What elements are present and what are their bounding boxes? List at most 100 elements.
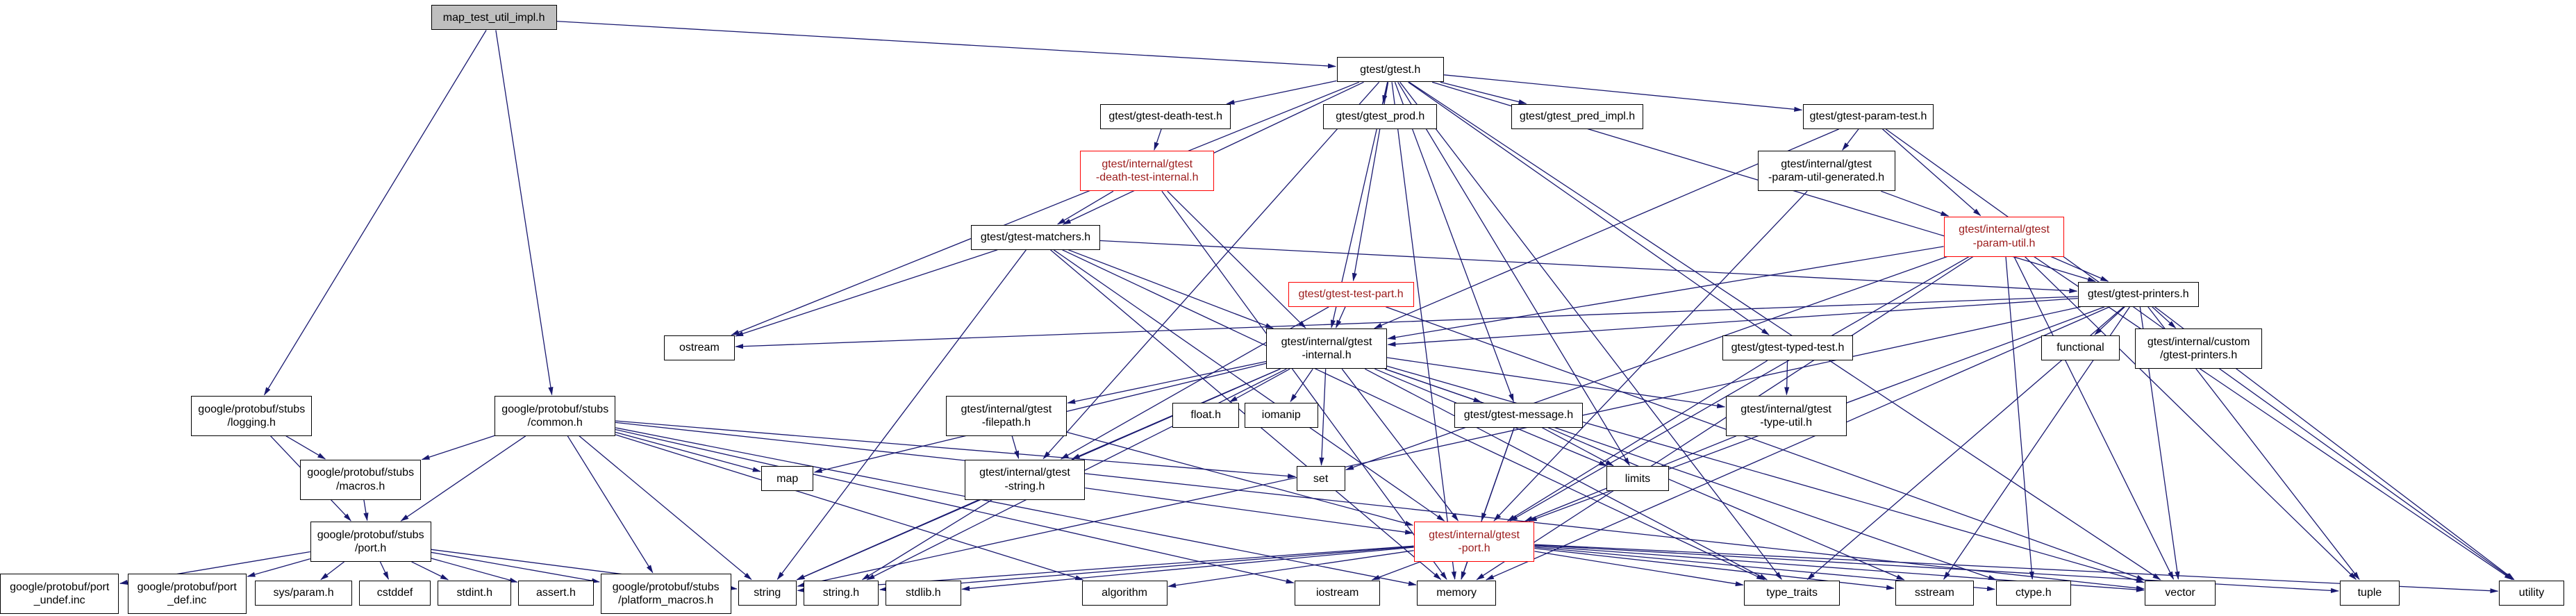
include-edge-param_util-to-ctype bbox=[2005, 256, 2034, 580]
graph-node-pb_port[interactable]: google/protobuf/stubs/port.h bbox=[310, 522, 431, 562]
graph-node-string: string bbox=[738, 580, 797, 606]
include-edge-matchers-to-gport bbox=[1053, 249, 1445, 522]
node-label-line: gtest/internal/gtest bbox=[1959, 224, 2050, 236]
node-label-line: map bbox=[776, 472, 799, 485]
graph-node-type_util[interactable]: gtest/internal/gtest-type-util.h bbox=[1725, 395, 1847, 436]
node-label-line: map_test_util_impl.h bbox=[442, 11, 545, 24]
node-label-line: gtest/gtest_pred_impl.h bbox=[1519, 110, 1636, 123]
include-edge-pu_generated-to-gport bbox=[1493, 190, 1808, 522]
graph-node-prod[interactable]: gtest/gtest_prod.h bbox=[1323, 103, 1438, 129]
node-label-line: _undef.inc bbox=[33, 594, 85, 606]
node-label-line: google/protobuf/stubs bbox=[307, 467, 415, 479]
graph-node-type_traits: type_traits bbox=[1744, 580, 1840, 606]
graph-node-dt_internal[interactable]: gtest/internal/gtest-death-test-internal… bbox=[1080, 151, 1215, 192]
node-label-line: memory bbox=[1436, 587, 1477, 599]
graph-node-internal[interactable]: gtest/internal/gtest-internal.h bbox=[1266, 328, 1387, 369]
include-edge-gport-to-string_h bbox=[879, 546, 1414, 592]
graph-node-pb_logging[interactable]: google/protobuf/stubs/logging.h bbox=[191, 395, 313, 436]
include-edge-param_util-to-internal bbox=[1387, 246, 1944, 340]
include-edge-printers-to-string bbox=[797, 306, 2081, 588]
node-label-line: set bbox=[1313, 472, 1329, 485]
node-label-line: gtest/internal/gtest bbox=[1781, 158, 1872, 171]
node-label-line: gtest/internal/gtest bbox=[1281, 336, 1372, 349]
graph-node-pu_generated[interactable]: gtest/internal/gtest-param-util-generate… bbox=[1757, 151, 1895, 192]
include-edge-gport-to-iostream_n bbox=[1371, 561, 1421, 581]
graph-node-printers[interactable]: gtest/gtest-printers.h bbox=[2077, 281, 2199, 307]
include-edge-param_util-to-utility bbox=[2034, 256, 2513, 581]
include-edge-internal-to-vector bbox=[1386, 365, 2145, 583]
node-label-line: -death-test-internal.h bbox=[1095, 172, 1199, 184]
node-label-line: /macros.h bbox=[336, 480, 385, 492]
graph-node-gport[interactable]: gtest/internal/gtest-port.h bbox=[1413, 522, 1535, 562]
node-label-line: string.h bbox=[822, 587, 860, 599]
include-edge-param_util-to-memory bbox=[1476, 256, 1974, 581]
graph-node-root: map_test_util_impl.h bbox=[431, 5, 557, 31]
include-edge-internal-to-iomanip bbox=[1290, 368, 1313, 403]
node-label-line: gtest/gtest-printers.h bbox=[2087, 288, 2189, 301]
graph-node-port_undef[interactable]: google/protobuf/port_undef.inc bbox=[0, 573, 119, 614]
include-edge-typed_test-to-gport bbox=[1506, 360, 1768, 522]
include-edge-pb_port-to-cstddef bbox=[379, 561, 389, 581]
include-edge-test_part-to-vector bbox=[1386, 306, 2145, 581]
node-label-line: gtest/gtest.h bbox=[1360, 63, 1421, 76]
graph-node-pb_common[interactable]: google/protobuf/stubs/common.h bbox=[495, 395, 616, 436]
graph-node-platform_macros[interactable]: google/protobuf/stubs/platform_macros.h bbox=[600, 573, 731, 614]
include-edge-gtest-to-limits bbox=[1397, 81, 1630, 466]
include-edge-pb_common-to-map bbox=[615, 431, 761, 472]
node-label-line: gtest/gtest-test-part.h bbox=[1298, 288, 1404, 301]
node-label-line: gtest/gtest-matchers.h bbox=[980, 231, 1091, 244]
node-label-line: -param-util.h bbox=[1972, 237, 2036, 249]
graph-node-float_h: float.h bbox=[1172, 402, 1240, 428]
include-edge-filepath-to-gport bbox=[1066, 431, 1414, 526]
include-edge-matchers-to-printers bbox=[1099, 240, 2078, 294]
graph-node-filepath[interactable]: gtest/internal/gtest-filepath.h bbox=[945, 395, 1067, 436]
graph-node-message[interactable]: gtest/gtest-message.h bbox=[1454, 402, 1584, 428]
graph-node-matchers[interactable]: gtest/gtest-matchers.h bbox=[971, 224, 1100, 250]
graph-node-param_test[interactable]: gtest/gtest-param-test.h bbox=[1802, 103, 1934, 129]
node-label-line: iomanip bbox=[1261, 409, 1301, 421]
graph-node-utility: utility bbox=[2498, 580, 2565, 606]
include-edge-root-to-pb_logging bbox=[264, 30, 487, 396]
graph-node-assert_h: assert.h bbox=[518, 580, 594, 606]
include-edge-internal-to-filepath bbox=[1067, 360, 1267, 404]
graph-node-custom_printers[interactable]: gtest/internal/custom/gtest-printers.h bbox=[2134, 328, 2263, 369]
node-label-line: google/protobuf/port bbox=[10, 581, 110, 593]
graph-node-gtest[interactable]: gtest/gtest.h bbox=[1336, 57, 1444, 83]
graph-node-death_test[interactable]: gtest/gtest-death-test.h bbox=[1100, 103, 1231, 129]
graph-node-pb_macros[interactable]: google/protobuf/stubs/macros.h bbox=[300, 459, 422, 500]
node-label-line: type_traits bbox=[1766, 587, 1818, 599]
include-edge-gstring-to-string bbox=[796, 499, 979, 581]
node-label-line: gtest/gtest-message.h bbox=[1463, 409, 1574, 421]
node-label-line: -param-util-generated.h bbox=[1768, 172, 1885, 184]
include-edge-param_util-to-set bbox=[1345, 256, 1948, 471]
node-label-line: tuple bbox=[2357, 587, 2382, 599]
node-label-line: -string.h bbox=[1004, 480, 1045, 492]
node-label-line: google/protobuf/stubs bbox=[612, 581, 720, 593]
node-label-line: gtest/internal/gtest bbox=[1102, 158, 1193, 171]
include-edge-pb_common-to-pb_macros bbox=[421, 435, 495, 460]
node-label-line: gtest/gtest_prod.h bbox=[1336, 110, 1425, 123]
graph-node-port_def[interactable]: google/protobuf/port_def.inc bbox=[127, 573, 247, 614]
include-edge-gtest-to-ostream bbox=[731, 81, 1360, 336]
graph-node-gstring[interactable]: gtest/internal/gtest-string.h bbox=[964, 459, 1086, 500]
include-edge-pb_port-to-assert_h bbox=[431, 558, 518, 583]
node-label-line: /gtest-printers.h bbox=[2160, 349, 2238, 362]
include-edge-gport-to-type_traits bbox=[1534, 551, 1744, 587]
include-edge-message-to-gport bbox=[1481, 427, 1515, 522]
node-label-line: limits bbox=[1624, 472, 1651, 485]
graph-node-param_util[interactable]: gtest/internal/gtest-param-util.h bbox=[1943, 216, 2065, 257]
graph-node-sstream: sstream bbox=[1895, 580, 1975, 606]
graph-node-stdint: stdint.h bbox=[438, 580, 512, 606]
include-edge-pb_port-to-stdint bbox=[411, 561, 449, 581]
include-edge-param_test-to-param_util bbox=[1882, 128, 1981, 217]
include-edge-pb_common-to-platform_macros bbox=[567, 435, 654, 574]
include-edge-gstring-to-string_h bbox=[861, 499, 992, 581]
node-label-line: gtest/internal/custom bbox=[2147, 336, 2250, 349]
graph-node-pred_impl[interactable]: gtest/gtest_pred_impl.h bbox=[1511, 103, 1644, 129]
graph-node-test_part[interactable]: gtest/gtest-test-part.h bbox=[1288, 281, 1414, 307]
graph-node-iostream_n: iostream bbox=[1295, 580, 1381, 606]
include-edge-death_test-to-dt_internal bbox=[1154, 128, 1162, 151]
include-edge-matchers-to-ostream bbox=[735, 249, 998, 337]
graph-node-typed_test[interactable]: gtest/gtest-typed-test.h bbox=[1722, 335, 1854, 361]
graph-node-tuple: tuple bbox=[2339, 580, 2400, 606]
